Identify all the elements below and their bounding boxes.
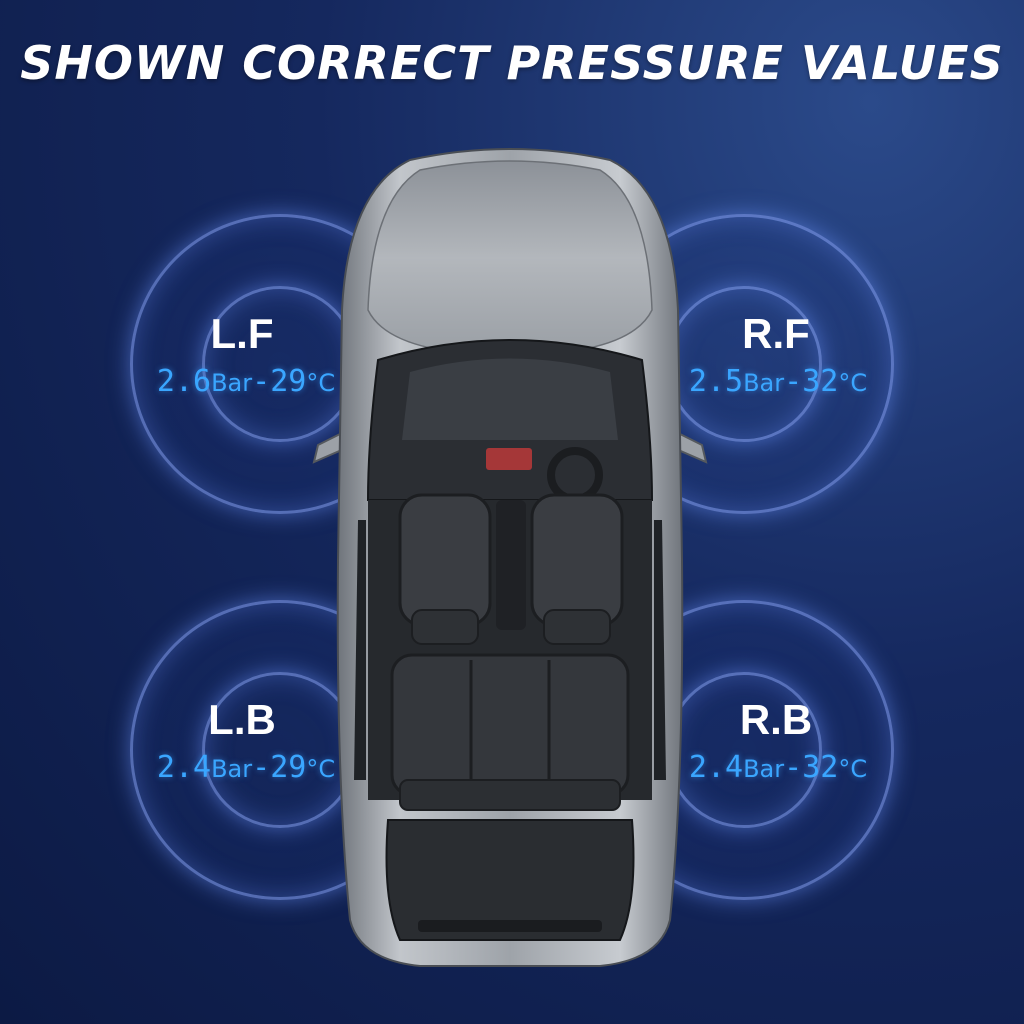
temperature-value: 29: [270, 750, 307, 785]
separator: -: [784, 364, 803, 399]
pressure-value: 2.6: [156, 364, 212, 399]
pressure-value: 2.5: [688, 364, 744, 399]
rear-headrests: [399, 779, 621, 811]
left-side-windows: [354, 520, 366, 780]
rear-trim: [418, 920, 602, 932]
headline: SHOWN CORRECT PRESSURE VALUES: [20, 36, 1004, 90]
tire-reading-left-front: 2.6Bar-29°C: [126, 364, 366, 399]
temperature-unit: °C: [838, 369, 868, 397]
temperature-value: 32: [802, 750, 839, 785]
pressure-value: 2.4: [156, 750, 212, 785]
car-top-view: [312, 148, 708, 967]
center-console: [496, 500, 526, 630]
front-right-headrest: [543, 609, 611, 645]
pressure-unit: Bar: [211, 755, 253, 783]
tire-reading-right-front: 2.5Bar-32°C: [658, 364, 898, 399]
temperature-value: 32: [802, 364, 839, 399]
pressure-unit: Bar: [743, 369, 785, 397]
temperature-unit: °C: [838, 755, 868, 783]
front-left-headrest: [411, 609, 479, 645]
separator: -: [784, 750, 803, 785]
temperature-unit: °C: [306, 369, 336, 397]
temperature-unit: °C: [306, 755, 336, 783]
right-side-windows: [654, 520, 666, 780]
tire-reading-right-back: 2.4Bar-32°C: [658, 750, 898, 785]
separator: -: [252, 364, 271, 399]
car-hood: [367, 160, 653, 356]
pressure-unit: Bar: [743, 755, 785, 783]
tire-label-left-back: L.B: [208, 696, 276, 743]
front-left-seat: [398, 493, 492, 627]
temperature-value: 29: [270, 364, 307, 399]
dashboard: [402, 358, 618, 440]
rear-bench: [390, 653, 630, 797]
pressure-unit: Bar: [211, 369, 253, 397]
front-right-seat: [530, 493, 624, 627]
trunk: [385, 819, 635, 941]
separator: -: [252, 750, 271, 785]
infotainment-screen: [486, 448, 532, 470]
pressure-value: 2.4: [688, 750, 744, 785]
tire-label-right-back: R.B: [739, 696, 813, 743]
tire-label-right-front: R.F: [742, 310, 810, 357]
tire-label-left-front: L.F: [210, 310, 274, 357]
tire-reading-left-back: 2.4Bar-29°C: [126, 750, 366, 785]
